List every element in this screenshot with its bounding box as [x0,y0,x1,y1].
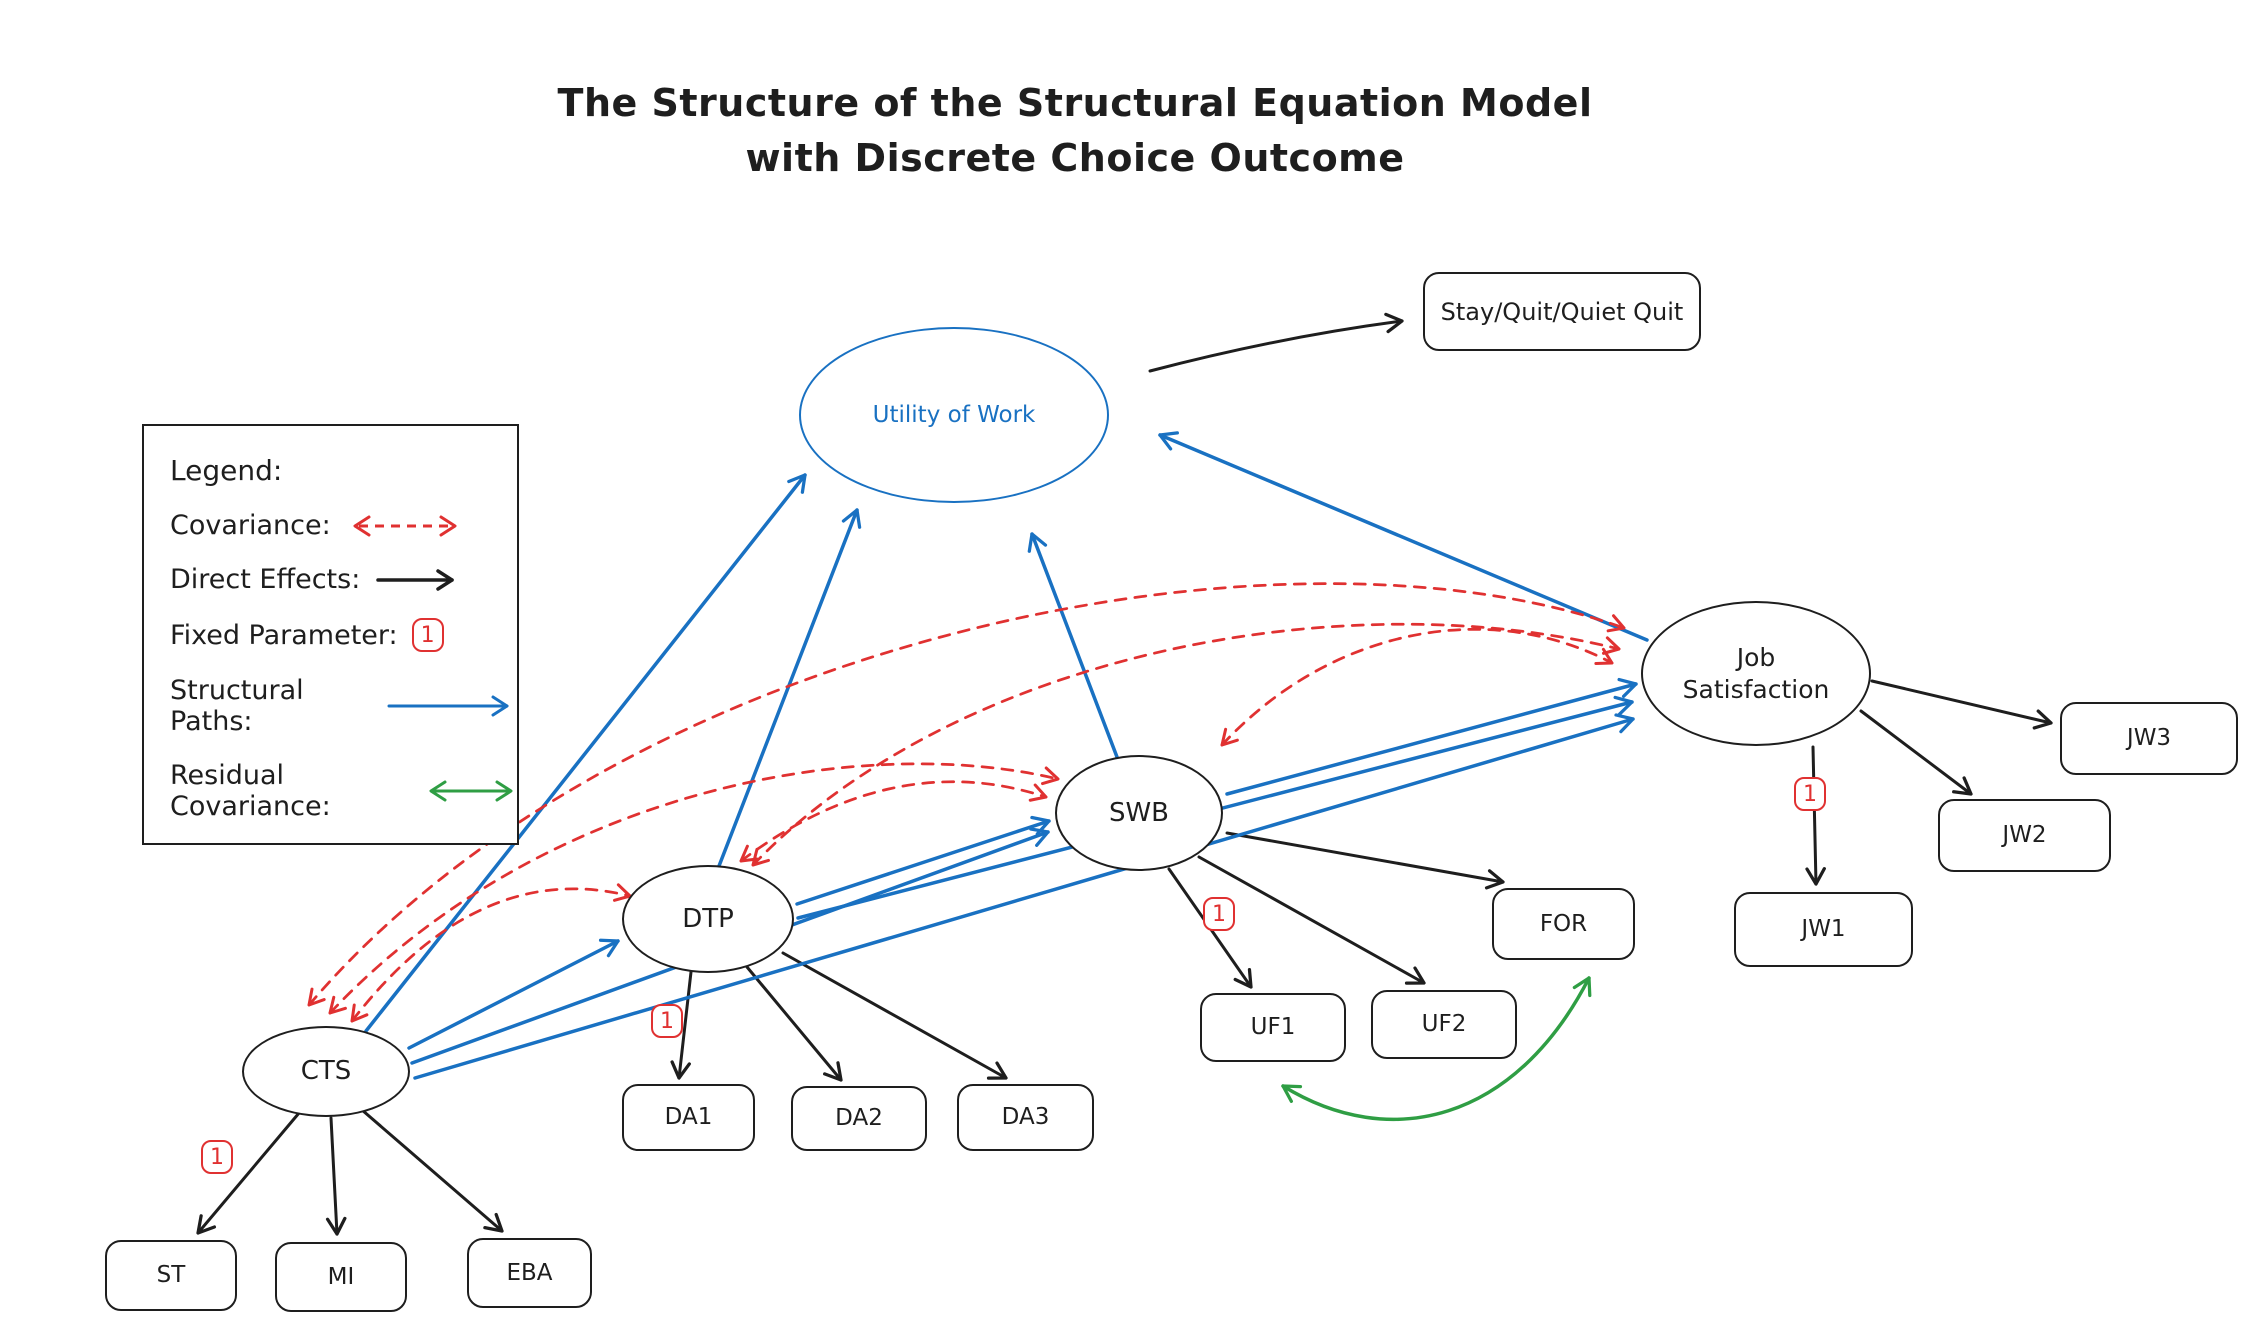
node-uf2-label: UF2 [1421,1011,1467,1038]
node-da1: DA1 [622,1084,755,1151]
legend-covariance-label: Covariance: [170,510,331,541]
fixed-parameter-badge-dtp-da1: 1 [651,1004,683,1038]
arrow-js-to-jw3 [1870,679,2053,730]
node-jw3-label: JW3 [2126,725,2172,752]
node-outcome: Stay/Quit/Quiet Quit [1423,272,1701,351]
residual-covariance-uf1-for [1281,976,1592,1122]
legend-row-covariance: Covariance: [170,510,517,541]
legend-direct-effects-label: Direct Effects: [170,564,361,595]
node-mi-label: MI [327,1263,355,1290]
node-for: FOR [1492,888,1635,960]
node-da1-label: DA1 [664,1104,713,1131]
arrow-dtp-to-da2 [745,965,843,1082]
node-uf1-label: UF1 [1250,1014,1296,1041]
diagram-title: The Structure of the Structural Equation… [0,76,2150,186]
legend-row-direct-effects: Direct Effects: [170,564,517,595]
structural-path-arrow-icon [387,695,509,717]
node-dtp-label: DTP [682,903,734,934]
diagram-title-line1: The Structure of the Structural Equation… [557,81,1593,125]
node-jw2-label: JW2 [2002,822,2047,849]
covariance-arrow-icon [353,515,457,536]
arrow-utility-to-outcome [1148,312,1404,373]
node-st-label: ST [156,1262,186,1289]
node-utility-of-work-label: Utility of Work [872,401,1036,428]
residual-covariance-arrow-icon [429,780,513,802]
legend-heading: Legend: [170,454,283,487]
node-da3: DA3 [957,1084,1094,1151]
node-mi: MI [275,1242,407,1312]
fixed-parameter-badge-cts-st: 1 [201,1140,233,1174]
node-job-satisfaction: Job Satisfaction [1641,601,1871,746]
legend-fixed-parameter-label: Fixed Parameter: [170,619,398,651]
legend-row-structural-paths: Structural Paths: [170,675,517,737]
node-utility-of-work: Utility of Work [799,327,1109,503]
covariance-dtp-js [751,622,1621,867]
arrow-cts-to-st [196,1111,301,1235]
fixed-parameter-badge-icon: 1 [411,618,444,652]
node-da2-label: DA2 [835,1105,883,1132]
legend-row-residual-covariance: Residual Covariance: [170,760,517,822]
node-uf2: UF2 [1371,990,1517,1059]
fixed-parameter-badge-js-jw1: 1 [1794,777,1826,811]
node-job-satisfaction-label-line1: Job [1736,643,1776,673]
legend-residual-covariance-label: Residual Covariance: [170,760,331,822]
arrow-swb-to-utility [1027,532,1119,759]
node-uf1: UF1 [1200,993,1346,1062]
arrow-js-to-jw1 [1805,745,1826,886]
legend-row-fixed-parameter: Fixed Parameter: 1 [170,618,517,652]
node-st: ST [105,1240,237,1311]
direct-effect-arrow-icon [376,568,455,591]
node-job-satisfaction-label-line2: Satisfaction [1682,674,1830,704]
node-cts: CTS [242,1026,410,1117]
node-swb-label: SWB [1108,797,1170,828]
diagram-title-line2: with Discrete Choice Outcome [745,136,1405,181]
arrow-js-to-jw2 [1859,709,1973,796]
arrow-dtp-to-da3 [781,951,1008,1080]
fixed-parameter-badge-swb-uf1: 1 [1203,897,1235,931]
node-jw2: JW2 [1938,799,2111,872]
node-jw1-label: JW1 [1801,916,1846,943]
node-jw3: JW3 [2060,702,2238,775]
legend-box: Legend: Covariance: Direct Effects: Fixe… [142,424,519,845]
covariance-cts-js [307,582,1626,1007]
arrow-cts-to-dtp [407,938,620,1050]
covariance-swb-js [1220,628,1614,747]
node-jw1: JW1 [1734,892,1913,967]
arrow-js-to-utility [1158,431,1649,642]
node-dtp: DTP [622,865,794,973]
node-for-label: FOR [1539,910,1588,937]
node-cts-label: CTS [300,1056,352,1087]
arrow-swb-to-for [1225,831,1505,890]
legend-structural-paths-label: Structural Paths: [170,675,304,737]
node-eba: EBA [467,1238,592,1308]
arrow-cts-to-eba [360,1108,504,1233]
arrow-cts-to-mi [325,1116,347,1236]
node-outcome-label: Stay/Quit/Quiet Quit [1440,297,1684,326]
arrow-dtp-to-utility [717,508,862,868]
node-da3-label: DA3 [1001,1104,1050,1131]
node-da2: DA2 [791,1086,927,1151]
node-eba-label: EBA [506,1259,553,1286]
node-swb: SWB [1055,755,1223,871]
